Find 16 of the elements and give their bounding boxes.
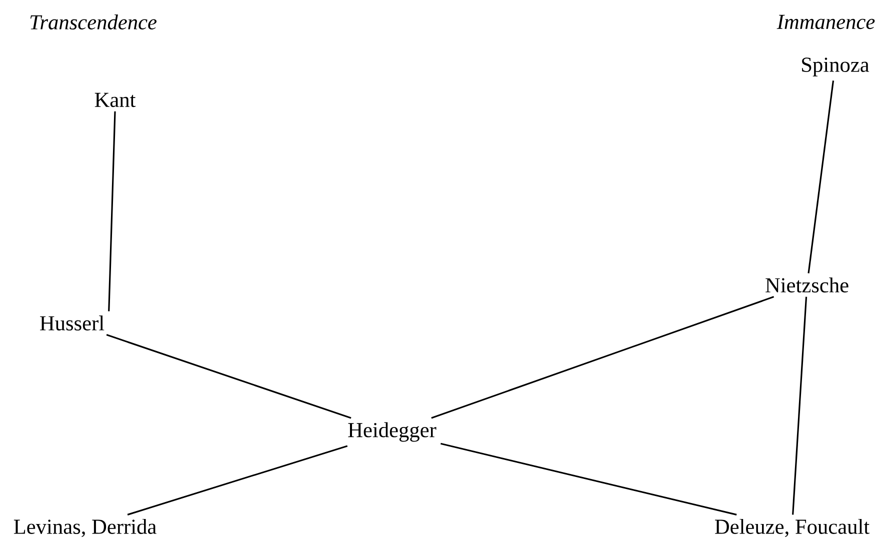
column-heading: Immanence xyxy=(776,14,875,30)
name-label: Husserl xyxy=(40,315,104,330)
connector-line xyxy=(127,445,348,516)
connector-line xyxy=(431,296,774,419)
name-label: Deleuze, Foucault xyxy=(715,518,870,538)
connector-line xyxy=(808,80,834,274)
name-label: Heidegger xyxy=(348,422,436,442)
name-label: Nietzsche xyxy=(766,277,848,292)
connector-line xyxy=(108,111,116,312)
column-heading: Transcendence xyxy=(30,14,157,30)
name-label: Spinoza xyxy=(802,58,870,76)
connector-line xyxy=(106,334,352,419)
connector-line xyxy=(792,296,808,515)
name-label: Levinas, Derrida xyxy=(14,518,156,538)
connector-line xyxy=(440,442,737,516)
name-label: Kant xyxy=(94,92,136,108)
